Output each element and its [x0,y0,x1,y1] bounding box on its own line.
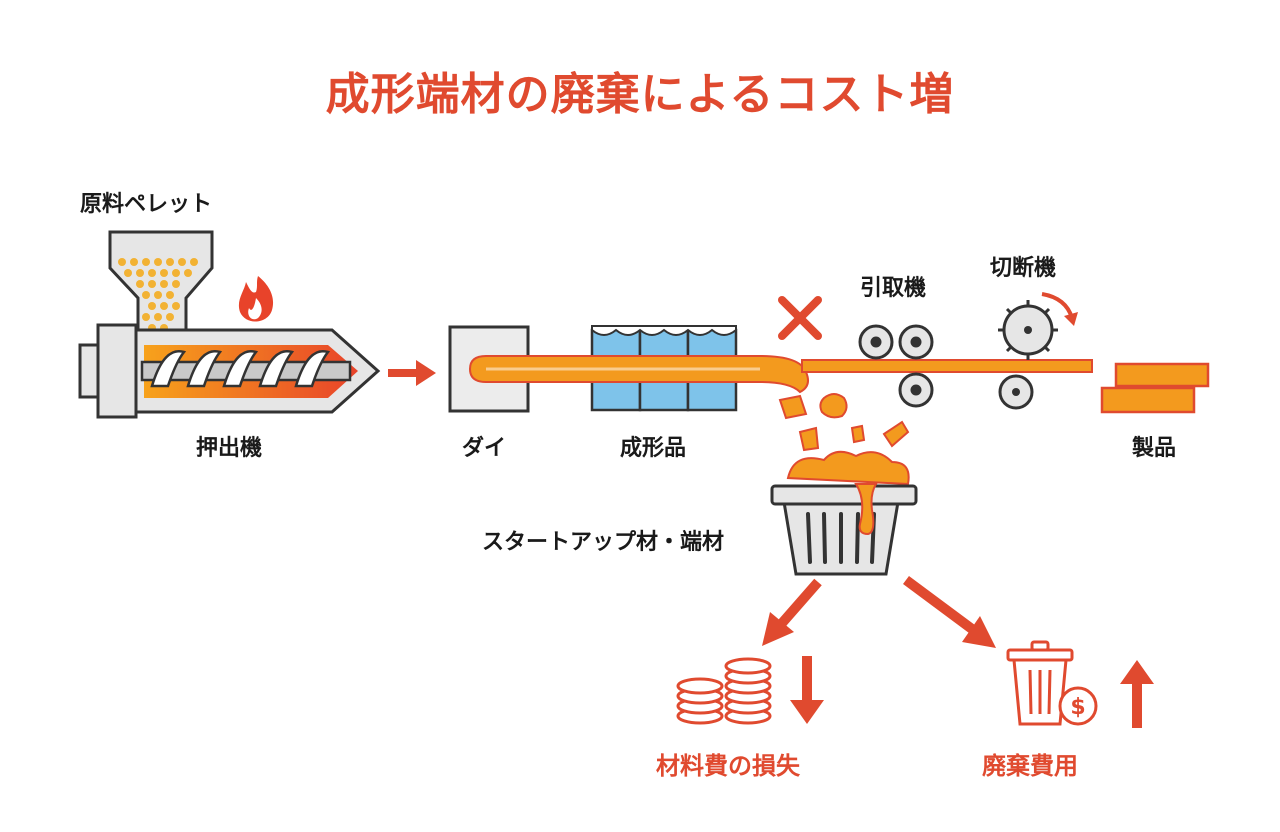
diagram-title: 成形端材の廃棄によるコスト増 [325,69,955,120]
falling-scrap [778,393,910,452]
label-disposal-cost: 廃棄費用 [982,752,1078,780]
scrap-basket [770,450,918,576]
puller [858,324,934,408]
label-extruder: 押出機 [196,436,263,461]
extruder [78,323,381,419]
arrow-to-disposal [903,575,996,648]
product-pieces [1100,362,1210,414]
svg-text:$: $ [1070,695,1085,720]
pellets [118,258,198,332]
label-puller: 引取機 [860,276,927,301]
arrow-to-material-loss [762,578,822,646]
arrow-down-icon [790,656,824,724]
label-molded: 成形品 [620,436,687,461]
screw-flights [150,349,331,388]
hopper [108,230,214,338]
arrow-to-die [388,360,436,386]
coins-icon [676,657,772,725]
cutter [998,292,1078,410]
fire-icon [238,276,274,322]
trash-can-icon [1006,640,1074,726]
label-cutter: 切断機 [990,256,1057,281]
dollar-icon: $ [1058,686,1098,726]
extrudate-strand [468,355,1093,394]
label-product: 製品 [1132,436,1177,461]
x-mark-icon [778,296,822,340]
label-material-loss: 材料費の損失 [656,752,800,780]
arrow-up-icon [1120,660,1154,728]
label-die: ダイ [462,436,507,461]
label-scrap: スタートアップ材・端材 [482,530,725,555]
label-pellet: 原料ペレット [80,192,213,217]
